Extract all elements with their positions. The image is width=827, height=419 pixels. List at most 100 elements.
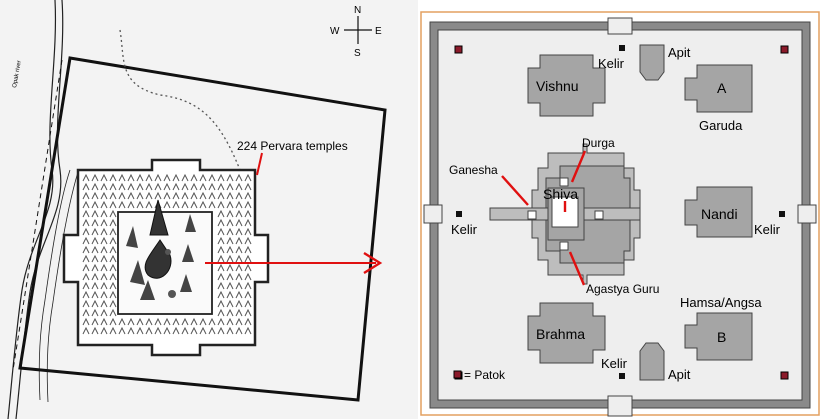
apit-top-label: Apit <box>668 45 691 60</box>
pervara-temple-mark <box>91 272 99 281</box>
pervara-temple-mark <box>217 200 225 209</box>
pervara-temple-mark <box>217 227 225 236</box>
pervara-temple-mark <box>91 191 99 200</box>
pervara-temple-mark <box>109 308 117 317</box>
pervara-temple-mark <box>82 326 90 335</box>
pervara-temple-mark <box>217 245 225 254</box>
pervara-temple-mark <box>100 326 108 335</box>
pervara-temple-mark <box>244 200 252 209</box>
pervara-temple-mark <box>136 182 144 191</box>
pervara-temple-mark <box>154 173 162 182</box>
pervara-temple-mark <box>91 173 99 182</box>
pervara-temple-mark <box>118 173 126 182</box>
pervara-label: 224 Pervara temples <box>237 139 348 153</box>
patok-legend-label: = Patok <box>464 368 506 382</box>
pervara-temple-mark <box>91 290 99 299</box>
agastya-label: Agastya Guru <box>586 282 659 296</box>
pervara-temple-mark <box>244 218 252 227</box>
pervara-temple-mark <box>235 200 243 209</box>
compass-east: E <box>375 26 382 37</box>
pervara-temple-mark <box>244 281 252 290</box>
pervara-temple-mark <box>82 200 90 209</box>
pervara-temple-mark <box>136 326 144 335</box>
pervara-temple-mark <box>226 173 234 182</box>
durga-chamber <box>559 177 569 187</box>
pervara-temple-mark <box>109 191 117 200</box>
pervara-temple-mark <box>217 290 225 299</box>
pervara-temple-mark <box>91 299 99 308</box>
east-chamber <box>594 210 604 220</box>
pervara-temple-mark <box>163 182 171 191</box>
pervara-temple-mark <box>82 191 90 200</box>
pervara-temple-mark <box>217 281 225 290</box>
pervara-temple-mark <box>199 200 207 209</box>
nandi-label: Nandi <box>701 206 738 222</box>
pervara-temple-mark <box>217 173 225 182</box>
pervara-temple-mark <box>136 317 144 326</box>
pervara-temple-mark <box>118 182 126 191</box>
brahma-label: Brahma <box>536 326 585 342</box>
pervara-temple-mark <box>145 326 153 335</box>
hamsa-angsa-label: Hamsa/Angsa <box>680 295 762 310</box>
vishnu-label: Vishnu <box>536 78 579 94</box>
pervara-temple-mark <box>100 236 108 245</box>
legend: = Patok <box>453 368 506 382</box>
pervara-temple-mark <box>226 299 234 308</box>
pervara-temple-mark <box>226 245 234 254</box>
pervara-temple-mark <box>91 308 99 317</box>
pervara-temple-mark <box>82 227 90 236</box>
pervara-temple-mark <box>235 254 243 263</box>
pervara-temple-mark <box>100 317 108 326</box>
pervara-temple-mark <box>181 317 189 326</box>
pervara-temple-mark <box>100 308 108 317</box>
kelir-bottom-label: Kelir <box>601 356 628 371</box>
angsa-temple: B <box>684 312 753 361</box>
pervara-temple-mark <box>91 263 99 272</box>
pervara-temple-mark <box>217 326 225 335</box>
pervara-temple-mark <box>91 227 99 236</box>
pervara-temple-mark <box>217 191 225 200</box>
pervara-temple-mark <box>199 173 207 182</box>
pervara-temple-mark <box>127 200 135 209</box>
pervara-temple-mark <box>244 308 252 317</box>
pervara-temple-mark <box>82 308 90 317</box>
right-detail-plan: Shiva Vishnu Brahma A Nandi B <box>420 11 820 417</box>
pervara-temple-mark <box>82 272 90 281</box>
pervara-temple-mark <box>235 299 243 308</box>
durga-label: Durga <box>582 136 615 150</box>
pervara-temple-mark <box>244 272 252 281</box>
pervara-temple-mark <box>154 317 162 326</box>
kelir-left-label: Kelir <box>451 222 478 237</box>
pervara-temple-mark <box>199 182 207 191</box>
kelir-top-label: Kelir <box>598 56 625 71</box>
pervara-temple-mark <box>109 263 117 272</box>
pervara-temple-mark <box>208 182 216 191</box>
patok-legend-swatch <box>453 370 462 379</box>
pervara-temple-mark <box>163 191 171 200</box>
pervara-temple-mark <box>100 209 108 218</box>
pervara-temple-mark <box>217 209 225 218</box>
west-dashed-wall <box>12 59 63 371</box>
pervara-temple-mark <box>217 317 225 326</box>
pervara-temple-mark <box>226 191 234 200</box>
pervara-temple-mark <box>208 191 216 200</box>
pervara-temple-mark <box>118 191 126 200</box>
pervara-temple-mark <box>190 200 198 209</box>
pervara-temple-mark <box>190 326 198 335</box>
pervara-temple-mark <box>82 317 90 326</box>
pervara-temple-mark <box>163 173 171 182</box>
pervara-temple-mark <box>109 227 117 236</box>
pervara-temple-mark <box>82 290 90 299</box>
pervara-temple-mark <box>109 218 117 227</box>
ganesha-label: Ganesha <box>449 163 498 177</box>
pervara-temple-mark <box>199 317 207 326</box>
pervara-temple-mark <box>100 200 108 209</box>
pervara-temple-mark <box>181 191 189 200</box>
pervara-temple-mark <box>100 263 108 272</box>
pervara-temple-mark <box>235 182 243 191</box>
pervara-temple-mark <box>226 272 234 281</box>
pervara-temple-mark <box>91 218 99 227</box>
pervara-temple-mark <box>82 173 90 182</box>
ganesha-chamber <box>527 210 537 220</box>
